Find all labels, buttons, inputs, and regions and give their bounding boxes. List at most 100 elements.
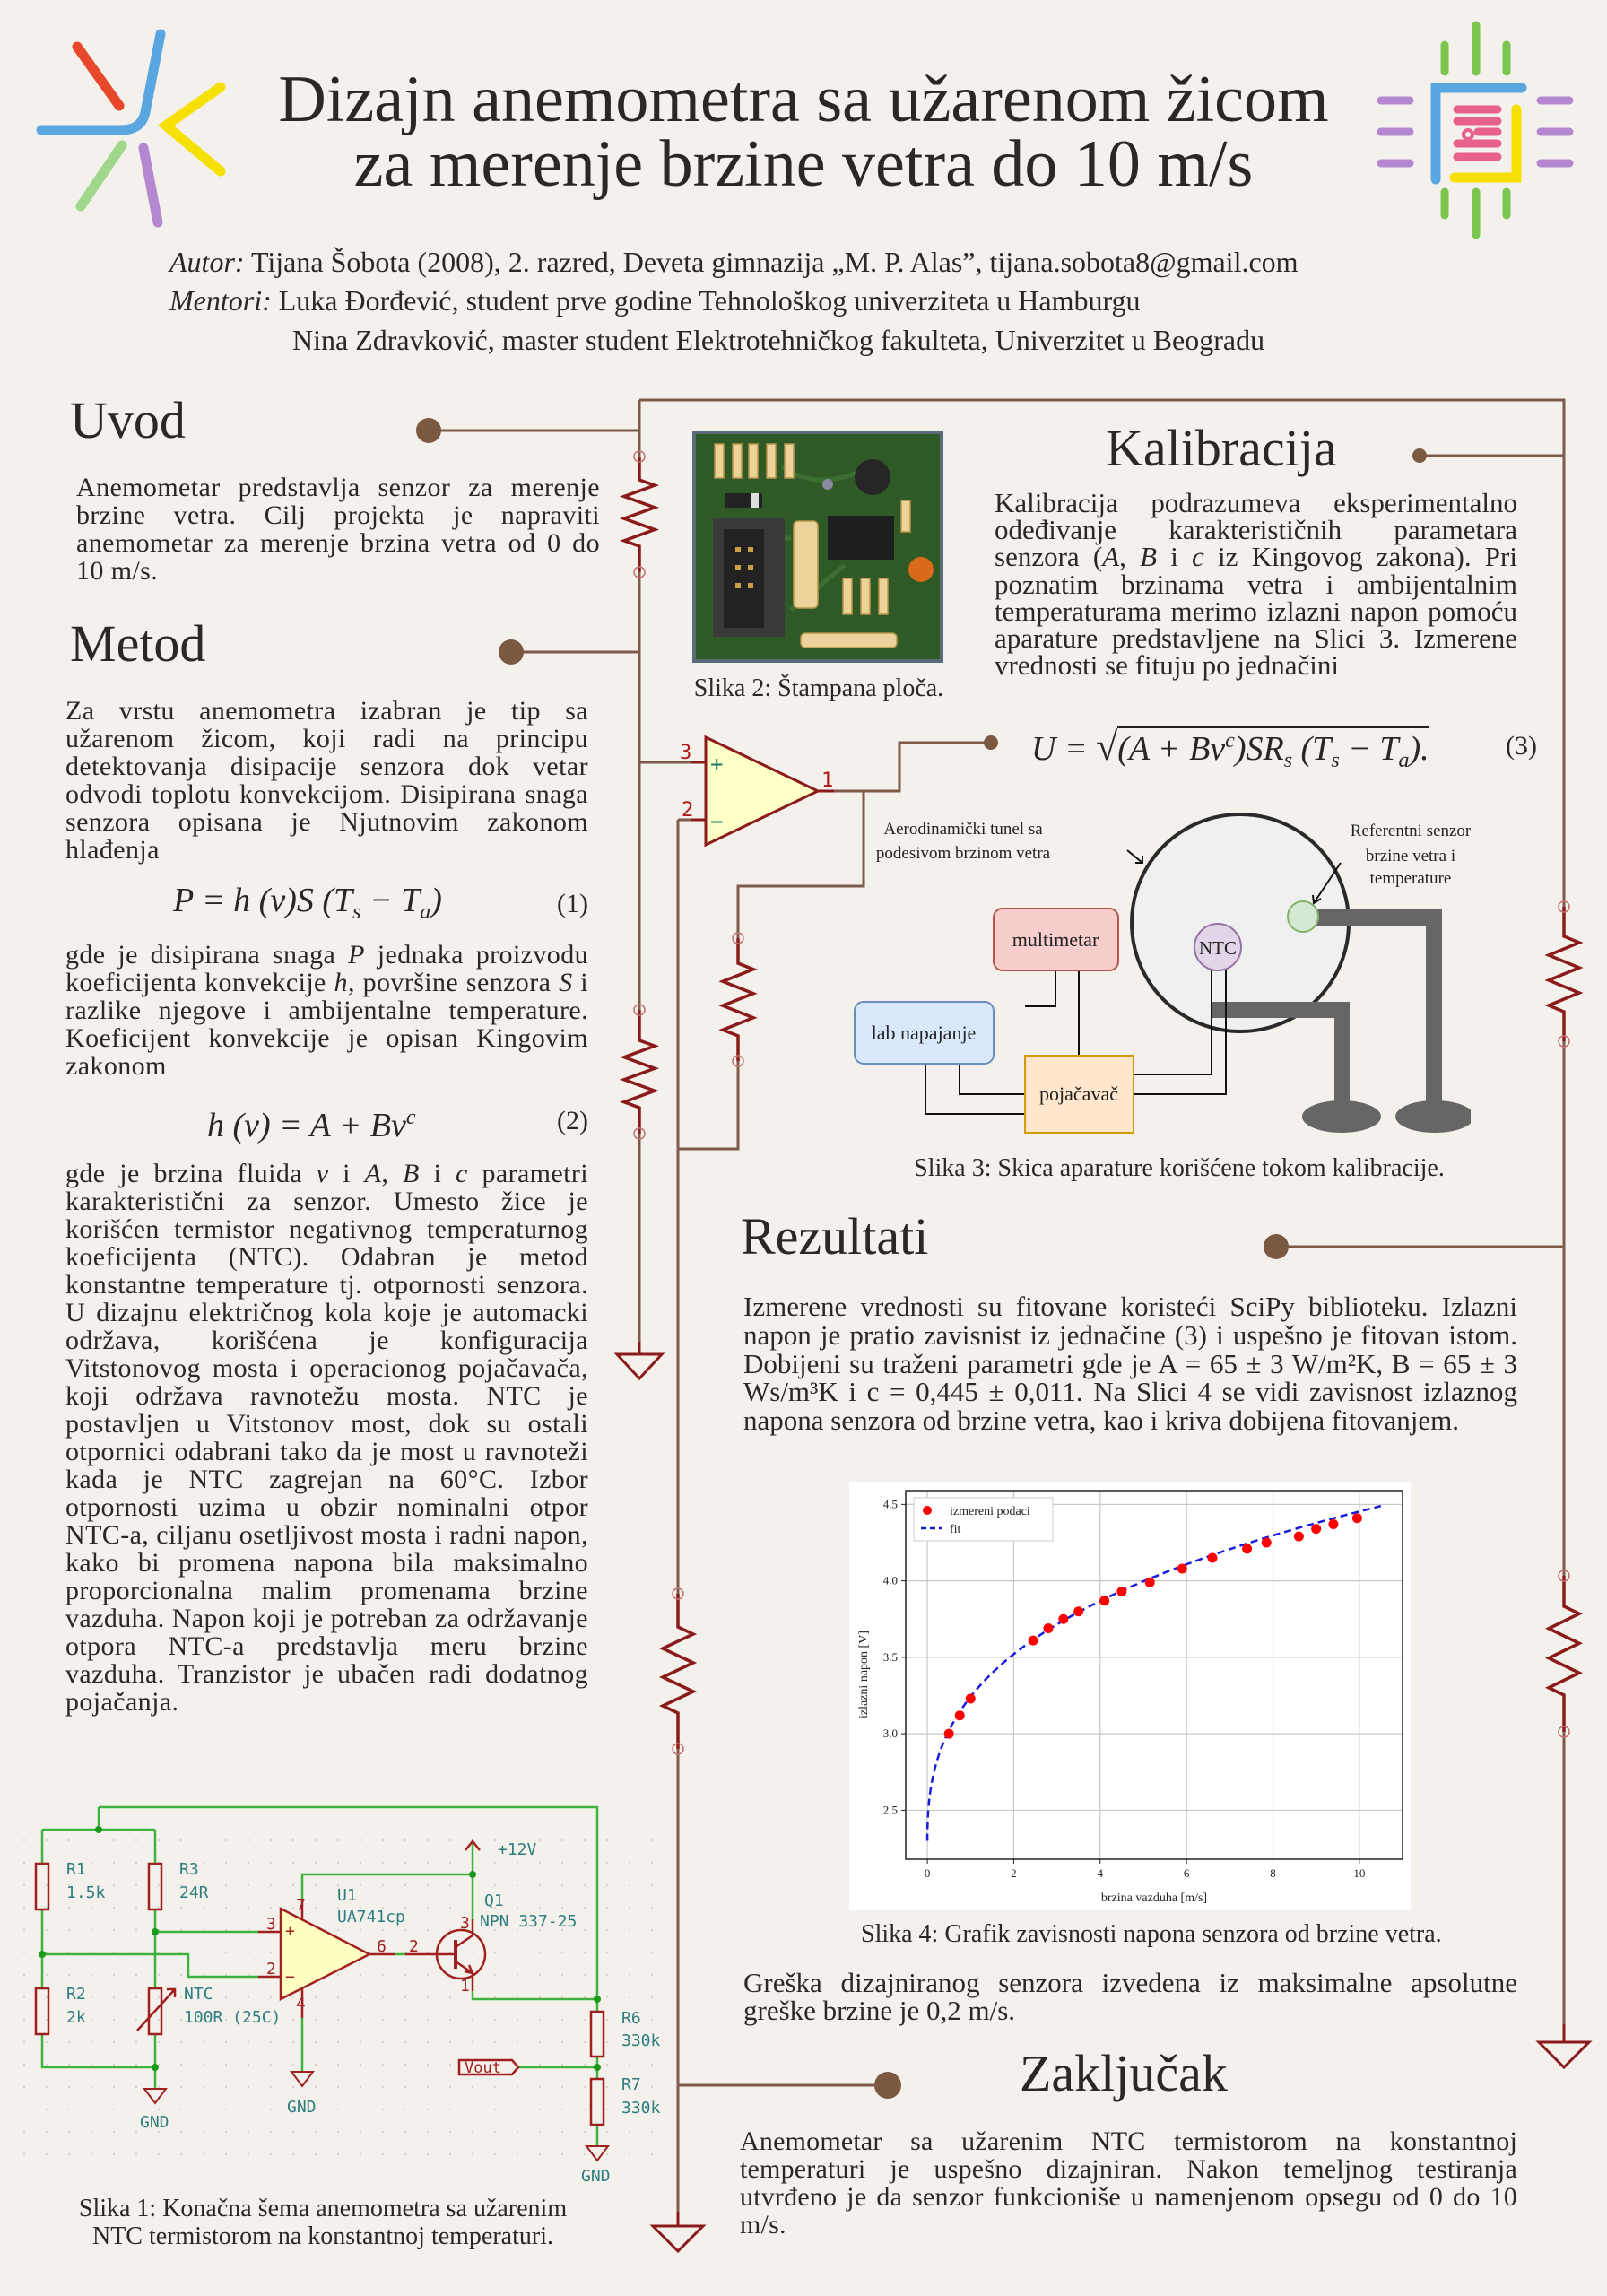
kalibracija-dot <box>1412 448 1427 463</box>
r6-resistor <box>589 2010 605 2058</box>
arrow-icon <box>1312 862 1342 905</box>
eq2-main: h (v) = A + Bv <box>207 1107 406 1144</box>
kal-text: iz Kingovog zakona). Pri poznatim brzina… <box>995 541 1517 682</box>
pin-label: 2 <box>409 1937 419 1956</box>
metod-paragraph-3: gde je brzina fluida v i A, B i c parame… <box>65 1160 588 1716</box>
eq3-dot <box>984 735 998 750</box>
x-axis-label: brzina vazduha [m/s] <box>1101 1892 1207 1905</box>
pojacavac-box <box>1024 1055 1134 1134</box>
opamp-pin2-label: 2 <box>682 799 693 822</box>
r6-value: 330k <box>621 2031 661 2050</box>
x-tick-label: 6 <box>1184 1866 1190 1880</box>
ntc-sensor <box>1194 923 1242 971</box>
pin-label: 3 <box>266 1915 276 1934</box>
q1-label: Q1 <box>484 1892 504 1910</box>
metod-heading: Metod <box>70 614 206 673</box>
r7-resistor <box>589 2077 605 2126</box>
transistor-icon <box>435 1928 487 1980</box>
rezultati-text: Izmerene vrednosti su fitovane koristeći… <box>743 1291 1517 1437</box>
ground-icon <box>1535 2024 1593 2070</box>
legend-label-points: izmereni podaci <box>950 1505 1030 1518</box>
y-tick-label: 3.5 <box>883 1650 898 1664</box>
uvod-dot <box>416 418 441 443</box>
data-point <box>1043 1622 1054 1633</box>
kal-text: Kalibracija podrazumeva eksperimentalno … <box>995 487 1517 573</box>
ntc-thermistor <box>147 1987 163 2036</box>
ground-icon <box>613 1342 665 1381</box>
data-point <box>965 1693 976 1704</box>
kalibracija-text: Kalibracija podrazumeva eksperimentalno … <box>995 487 1517 682</box>
mentor-2: Nina Zdravković, master student Elektrot… <box>292 324 1265 356</box>
equation-3: U = √(A + Bvc)SRs (Ts − Ta). (3) <box>1031 723 1537 778</box>
gnd-label: GND <box>581 2167 611 2186</box>
kal-text: i <box>1157 541 1193 573</box>
kal-var: A <box>1102 541 1120 573</box>
x-tick-label: 4 <box>1098 1866 1104 1880</box>
sqrt-icon: √ <box>1096 725 1118 769</box>
data-point <box>1293 1531 1304 1542</box>
vcc-label: +12V <box>498 1840 537 1859</box>
uvod-text: Anemometar predstavlja senzor za merenje… <box>76 473 600 586</box>
logo-stroke-purple <box>138 143 163 228</box>
eq1-close: ) <box>430 882 442 919</box>
logo-stroke-blue <box>36 29 166 135</box>
author-label: Autor: <box>169 246 245 278</box>
data-point <box>1261 1537 1272 1548</box>
vout-label-box <box>457 2058 520 2076</box>
ntc-value: 100R (25C) <box>184 2008 281 2027</box>
author-line: Autor: Tijana Šobota (2008), 2. razred, … <box>169 248 1299 276</box>
resistor-icon <box>1544 1570 1584 1738</box>
reference-label-2: brzine vetra i <box>1366 847 1455 865</box>
legend-label-fit: fit <box>950 1523 961 1536</box>
p3-text: i <box>328 1159 365 1188</box>
figure-2-caption: Slika 2: Štampana ploča. <box>693 674 944 702</box>
p3-var: c <box>456 1159 468 1188</box>
lab-napajanje-box <box>854 1001 995 1065</box>
vout-label: Vout <box>465 2059 501 2077</box>
author-text: Tijana Šobota (2008), 2. razred, Deveta … <box>244 246 1299 278</box>
p2-var-P: P <box>348 940 365 970</box>
figure-1-caption-line-2: NTC termistorom na konstantnoj temperatu… <box>91 2222 553 2250</box>
opamp-pins <box>258 1900 474 2018</box>
r1-label: R1 <box>66 1860 86 1879</box>
data-point <box>1028 1635 1038 1646</box>
svg-text:+: + <box>285 1922 295 1941</box>
r1-resistor <box>34 1862 50 1911</box>
p3-var: v <box>316 1159 329 1188</box>
opamp-icon: 3 2 1 + − <box>680 735 833 848</box>
ntc-arrow-icon <box>136 1987 177 2031</box>
wire-top <box>639 398 1566 2024</box>
mentors-line: Mentori: Luka Đorđević, student prve god… <box>169 286 1141 315</box>
resistor-icon <box>619 1004 660 1140</box>
opamp-plus-label: + <box>710 752 723 777</box>
equation-2-number: (2) <box>557 1106 588 1135</box>
pin-label: 7 <box>296 1896 306 1915</box>
svg-text:−: − <box>285 1968 295 1987</box>
kal-var: B <box>1140 541 1158 573</box>
x-tick-label: 2 <box>1011 1866 1017 1880</box>
left-logo <box>36 29 226 228</box>
figure-4-caption: Slika 4: Grafik zavisnosti napona senzor… <box>861 1920 1442 1948</box>
x-tick-label: 0 <box>925 1866 931 1880</box>
data-point <box>1116 1587 1127 1597</box>
data-point <box>1058 1613 1069 1624</box>
lab-napajanje-label: lab napajanje <box>872 1022 977 1044</box>
resistor-icon <box>1544 900 1584 1048</box>
gnd-label: GND <box>287 2098 317 2117</box>
wire-pin2 <box>676 818 691 2212</box>
pin-label: 1 <box>460 1977 470 1996</box>
metod-paragraph-2: gde je disipirana snaga P jednaka proizv… <box>65 941 588 1080</box>
gnd-label: GND <box>140 2113 169 2132</box>
eq3-part: (T <box>1292 730 1332 768</box>
r2-label: R2 <box>66 1985 86 2004</box>
r2-value: 2k <box>66 2008 86 2027</box>
chart-background <box>849 1482 1411 1910</box>
p2-text: gde je disipirana snaga <box>65 940 349 970</box>
data-point <box>943 1728 954 1739</box>
r3-value: 24R <box>179 1883 209 1902</box>
p2-var-h: h <box>334 968 348 997</box>
pin-label: 2 <box>266 1960 276 1979</box>
y-axis-label: izlazni napon [V] <box>857 1631 871 1718</box>
kalibracija-heading: Kalibracija <box>1106 419 1337 477</box>
